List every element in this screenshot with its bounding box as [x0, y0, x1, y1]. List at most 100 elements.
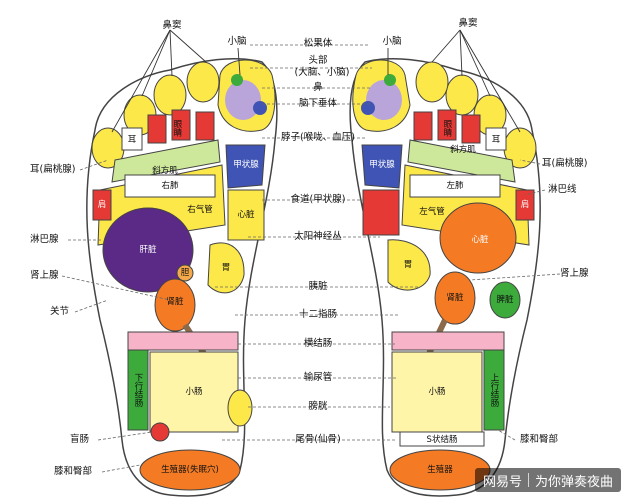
watermark-brand: 网易号 — [482, 474, 522, 490]
small-intestine-label-right: 小肠 — [428, 387, 446, 397]
kidney-left — [154, 278, 196, 332]
adrenal-label-right: 肾上腺 — [560, 268, 589, 279]
pineal-label: 松果体 — [303, 38, 333, 49]
right-lung-label: 右肺 — [161, 181, 179, 191]
thyroid-label-right: 甲状腺 — [369, 160, 395, 170]
sigmoid-colon-right — [399, 431, 485, 447]
trapezius-left — [111, 139, 221, 183]
lung-right-box — [124, 174, 216, 198]
toe-4-left — [186, 61, 220, 103]
eye-strip-right-3 — [413, 111, 433, 141]
lymph-label-left: 淋巴腺 — [30, 234, 59, 245]
stomach-left — [207, 242, 245, 294]
spleen-right — [489, 281, 521, 319]
pituitary-right — [361, 101, 375, 115]
brain-cerebellum-label: (大脑、小脑) — [294, 67, 350, 78]
ear-label-right: 耳 — [491, 135, 501, 145]
cerebellum-left — [231, 74, 243, 86]
stomach-label-right: 胃 — [403, 260, 413, 270]
small-intestine-left — [149, 351, 239, 433]
kidney-right — [434, 271, 476, 325]
genitals-label-right: 生殖器 — [427, 465, 453, 475]
leader-lines-center — [215, 44, 420, 441]
cecum-left — [150, 422, 170, 442]
eye-strip-left-1 — [147, 114, 167, 144]
brain-area-left — [225, 80, 261, 120]
knee-hip-label-right: 膝和臀部 — [520, 434, 559, 445]
watermark-author: 为你弹奏夜曲 — [534, 474, 613, 490]
trapezius-right — [407, 139, 516, 183]
liver-label: 肝脏 — [139, 245, 157, 255]
eye-strip-right-1 — [461, 114, 481, 144]
watermark: 网易号 为你弹奏夜曲 — [474, 468, 621, 492]
trapezius-label-right: 斜方肌 — [450, 145, 476, 155]
joint-label: 关节 — [50, 306, 70, 317]
left-image-foot — [86, 58, 278, 497]
solar-plexus-label: 太阳神经丛 — [294, 231, 342, 242]
watermark-divider — [527, 473, 529, 487]
ascending-colon-label: 上行结肠 — [489, 373, 499, 407]
shoulder-label-right: 肩 — [520, 200, 530, 210]
stomach-right — [387, 239, 431, 291]
duodenum-label: 十二指肠 — [298, 309, 338, 320]
cerebellum-label-left: 小脑 — [227, 36, 247, 47]
pituitary-label: 脑下垂体 — [298, 98, 338, 109]
genitals-left — [139, 449, 241, 491]
esophagus-label: 食道(甲状腺) — [290, 194, 346, 205]
cerebellum-label-right: 小脑 — [382, 36, 402, 47]
heart-small-label-left: 心脏 — [237, 210, 255, 220]
sigmoid-colon-label: S状结肠 — [426, 435, 458, 445]
pancreas-label: 胰脏 — [308, 281, 328, 292]
thyroid-left — [225, 144, 266, 189]
right-image-foot — [349, 58, 541, 497]
toe-3-right — [445, 74, 479, 116]
heart-small-left — [227, 189, 265, 241]
eye-strip-right-2 — [437, 109, 457, 141]
lymph-label-right: 淋巴线 — [548, 184, 577, 195]
leader-lines-side — [61, 159, 561, 473]
ureter-label: 输尿管 — [303, 372, 333, 383]
neck-label: 脖子(喉咙、血压) — [281, 132, 355, 143]
nose-label: 鼻 — [313, 82, 323, 93]
small-intestine-label-left: 小肠 — [185, 387, 203, 397]
head-label: 头部 — [308, 55, 328, 66]
genitals-label-left: 生殖器(失眠穴) — [161, 465, 219, 475]
gallbladder-label: 胆 — [180, 268, 190, 278]
adrenal-label-left: 肾上腺 — [30, 270, 59, 281]
cerebellum-right — [384, 74, 396, 86]
left-lung-label: 左肺 — [446, 181, 464, 191]
ear-label-left: 耳 — [127, 135, 137, 145]
heart-right — [439, 202, 517, 274]
thyroid-right — [361, 144, 403, 189]
eye-label-right: 眼睛 — [442, 119, 452, 137]
shoulder-left — [92, 189, 112, 221]
kidney-label-left: 肾脏 — [166, 297, 184, 307]
cecum-label: 盲肠 — [70, 434, 90, 445]
kidney-label-right: 肾脏 — [446, 293, 464, 303]
gallbladder-left — [176, 264, 194, 282]
heart-label-right: 心脏 — [471, 235, 489, 245]
toe-3-left — [153, 74, 187, 116]
eye-strip-left-2 — [171, 109, 191, 141]
eye-strip-left-3 — [195, 111, 215, 141]
eye-label-left: 眼睛 — [172, 119, 182, 137]
spleen-label: 脾脏 — [496, 295, 514, 305]
trapezius-label-left: 斜方肌 — [152, 166, 178, 176]
coccyx-label: 尾骨(仙骨) — [295, 434, 341, 445]
shoulder-right — [515, 189, 535, 221]
brain-area-right — [366, 80, 402, 120]
transverse-colon-left — [127, 331, 239, 351]
transverse-colon-label: 横结肠 — [303, 338, 333, 349]
ascending-colon-right — [483, 349, 505, 431]
liver-left — [102, 207, 194, 293]
transverse-colon-right — [391, 331, 505, 351]
heart-small-right — [362, 189, 400, 236]
sinus-label-left: 鼻窦 — [162, 20, 182, 31]
small-intestine-right — [391, 351, 483, 433]
lung-left-box — [409, 174, 501, 198]
sinus-lines — [111, 29, 521, 133]
ear-strip-right — [485, 127, 507, 151]
ear-tonsil-label-left: 耳(扁桃腺) — [30, 164, 76, 175]
